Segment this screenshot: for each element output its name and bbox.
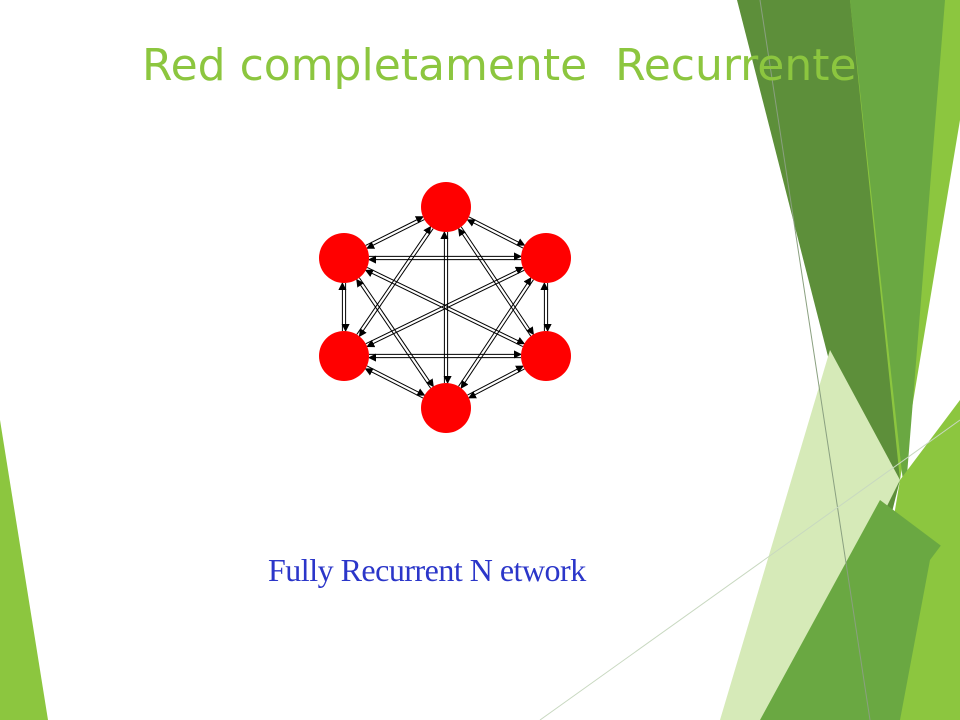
edge-n3-n6-forward <box>460 279 534 389</box>
thin-diagonal-line <box>759 0 871 720</box>
diagram-caption: Fully Recurrent N etwork <box>268 552 586 588</box>
edge-n3-n4-backward <box>365 266 524 345</box>
edge-n1-n5-forward <box>460 226 534 336</box>
edge-n5-n6-forward <box>468 368 525 399</box>
edge-n5-n6-backward <box>467 365 524 396</box>
left-green-facet <box>0 420 48 720</box>
right-facet-bottom-right <box>900 520 960 720</box>
edge-n1-n4-forward <box>358 228 434 338</box>
node-n1 <box>421 182 471 232</box>
edge-n1-n3-forward <box>468 216 526 246</box>
node-n4 <box>319 331 369 381</box>
thin-diagonal-line-2 <box>539 419 960 720</box>
right-facet-bottom-mid <box>760 500 960 720</box>
edge-n2-n5-backward <box>364 269 524 347</box>
slide-title: Red completamente Recurrente <box>142 40 857 91</box>
edge-n2-n5-forward <box>366 267 526 345</box>
edge-n1-n2-forward <box>366 219 425 249</box>
node-n5 <box>521 331 571 381</box>
node-n6 <box>421 383 471 433</box>
right-facet-mid <box>850 0 945 500</box>
edge-n4-n6-forward <box>366 365 426 396</box>
right-facet-pale <box>720 350 900 720</box>
node-n3 <box>521 233 571 283</box>
edge-n1-n5-backward <box>458 227 532 337</box>
edge-n3-n4-forward <box>366 269 525 348</box>
edge-n4-n6-backward <box>364 368 424 399</box>
edge-n3-n6-backward <box>458 277 532 387</box>
network-nodes <box>319 182 571 433</box>
node-n2 <box>319 233 369 283</box>
network-edges <box>338 216 552 399</box>
edge-n1-n2-backward <box>365 216 424 246</box>
edge-n1-n3-backward <box>466 219 524 249</box>
